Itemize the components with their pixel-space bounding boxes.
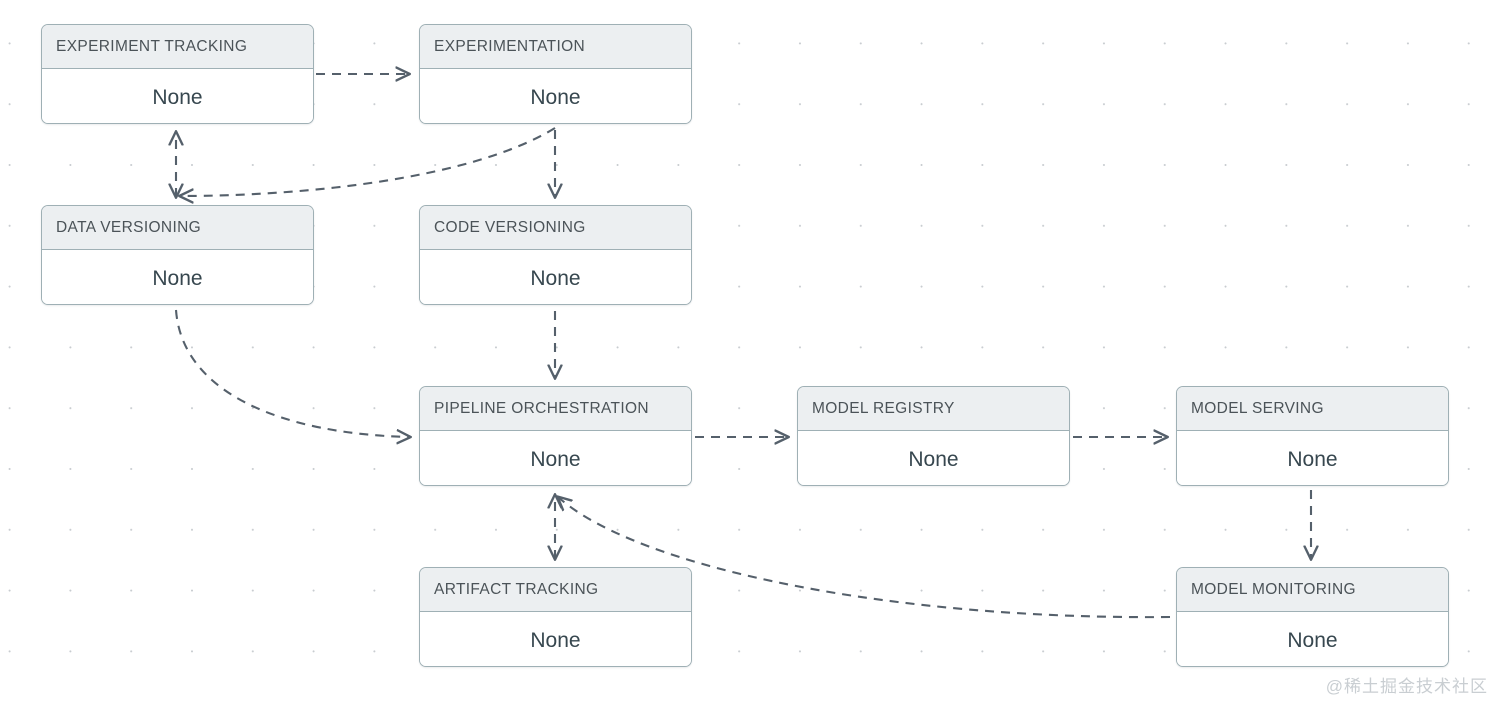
node-title-model-monitoring: MODEL MONITORING: [1177, 568, 1448, 612]
node-model-registry[interactable]: MODEL REGISTRY None: [797, 386, 1070, 486]
node-code-versioning[interactable]: CODE VERSIONING None: [419, 205, 692, 305]
node-experiment-tracking[interactable]: EXPERIMENT TRACKING None: [41, 24, 314, 124]
node-value-model-registry: None: [798, 431, 1069, 485]
node-pipeline-orchestration[interactable]: PIPELINE ORCHESTRATION None: [419, 386, 692, 486]
node-value-artifact-tracking: None: [420, 612, 691, 666]
node-data-versioning[interactable]: DATA VERSIONING None: [41, 205, 314, 305]
node-value-experimentation: None: [420, 69, 691, 123]
node-title-artifact-tracking: ARTIFACT TRACKING: [420, 568, 691, 612]
watermark-label: @稀土掘金技术社区: [1325, 677, 1488, 696]
node-title-model-registry: MODEL REGISTRY: [798, 387, 1069, 431]
node-model-monitoring[interactable]: MODEL MONITORING None: [1176, 567, 1449, 667]
node-title-model-serving: MODEL SERVING: [1177, 387, 1448, 431]
node-experimentation[interactable]: EXPERIMENTATION None: [419, 24, 692, 124]
node-value-model-monitoring: None: [1177, 612, 1448, 666]
node-value-experiment-tracking: None: [42, 69, 313, 123]
node-artifact-tracking[interactable]: ARTIFACT TRACKING None: [419, 567, 692, 667]
node-title-pipeline-orchestration: PIPELINE ORCHESTRATION: [420, 387, 691, 431]
node-title-experiment-tracking: EXPERIMENT TRACKING: [42, 25, 313, 69]
edge-experimentation-to-data-versioning: [180, 127, 556, 196]
node-model-serving[interactable]: MODEL SERVING None: [1176, 386, 1449, 486]
node-title-code-versioning: CODE VERSIONING: [420, 206, 691, 250]
node-value-data-versioning: None: [42, 250, 313, 304]
edge-data-versioning-to-pipeline-orchestration: [174, 309, 410, 437]
node-value-pipeline-orchestration: None: [420, 431, 691, 485]
node-value-model-serving: None: [1177, 431, 1448, 485]
node-title-experimentation: EXPERIMENTATION: [420, 25, 691, 69]
node-value-code-versioning: None: [420, 250, 691, 304]
node-title-data-versioning: DATA VERSIONING: [42, 206, 313, 250]
